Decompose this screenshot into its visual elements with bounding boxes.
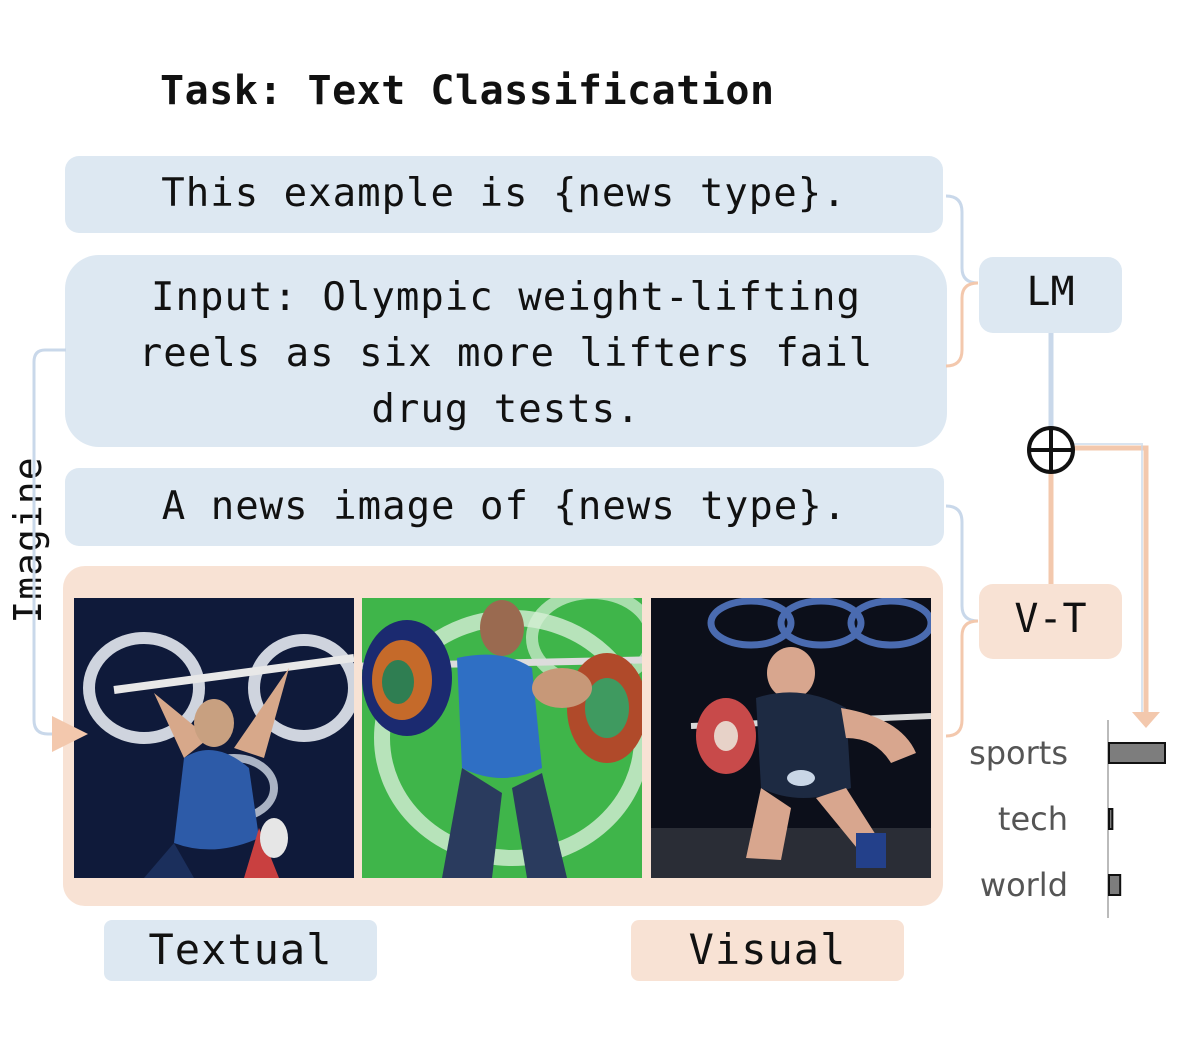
visual-brace-to-vt [945,504,979,623]
output-arrow-head [1132,712,1160,728]
output-bars [1108,742,1166,896]
visual-prompt-text: A news image of {news type}. [161,484,848,529]
score-bar-world [1108,874,1122,896]
lm-model-box: LM [979,257,1122,333]
textual-prompt-text: This example is {news type}. [161,171,847,216]
score-bar-sports [1108,742,1166,764]
textual-badge-label: Textual [148,925,333,974]
lm-label: LM [1026,269,1075,315]
input-text-line: drug tests. [371,387,641,432]
category-label-world: world [979,866,1068,904]
category-label-tech: tech [997,800,1068,838]
category-label-sports: sports [969,734,1068,772]
visual-badge-label: Visual [688,925,847,974]
imagine-connector [32,348,88,752]
score-bar-tech [1108,808,1114,830]
fusion-to-output-line [1073,445,1149,712]
generated-image-1 [74,598,354,878]
fusion-plus-icon [1027,426,1075,474]
input-text-box: Input: Olympic weight-lifting reels as s… [65,255,947,447]
textual-prompt-box: This example is {news type}. [65,156,943,233]
input-brace-to-lm [945,281,979,368]
input-text-line: reels as six more lifters fail [138,331,874,376]
generated-image-2 [362,598,642,878]
visual-badge: Visual [631,920,904,981]
images-brace-to-vt [945,619,979,738]
input-text: Input: Olympic weight-lifting reels as s… [65,270,947,438]
vt-model-box: V-T [979,584,1122,659]
vt-label: V-T [1014,596,1087,642]
input-text-line: Input: Olympic weight-lifting [151,275,861,320]
task-title: Task: Text Classification [160,68,775,114]
textual-badge: Textual [104,920,377,981]
visual-prompt-box: A news image of {news type}. [65,468,944,546]
generated-image-3 [651,598,931,878]
textual-brace-to-lm [945,194,979,285]
